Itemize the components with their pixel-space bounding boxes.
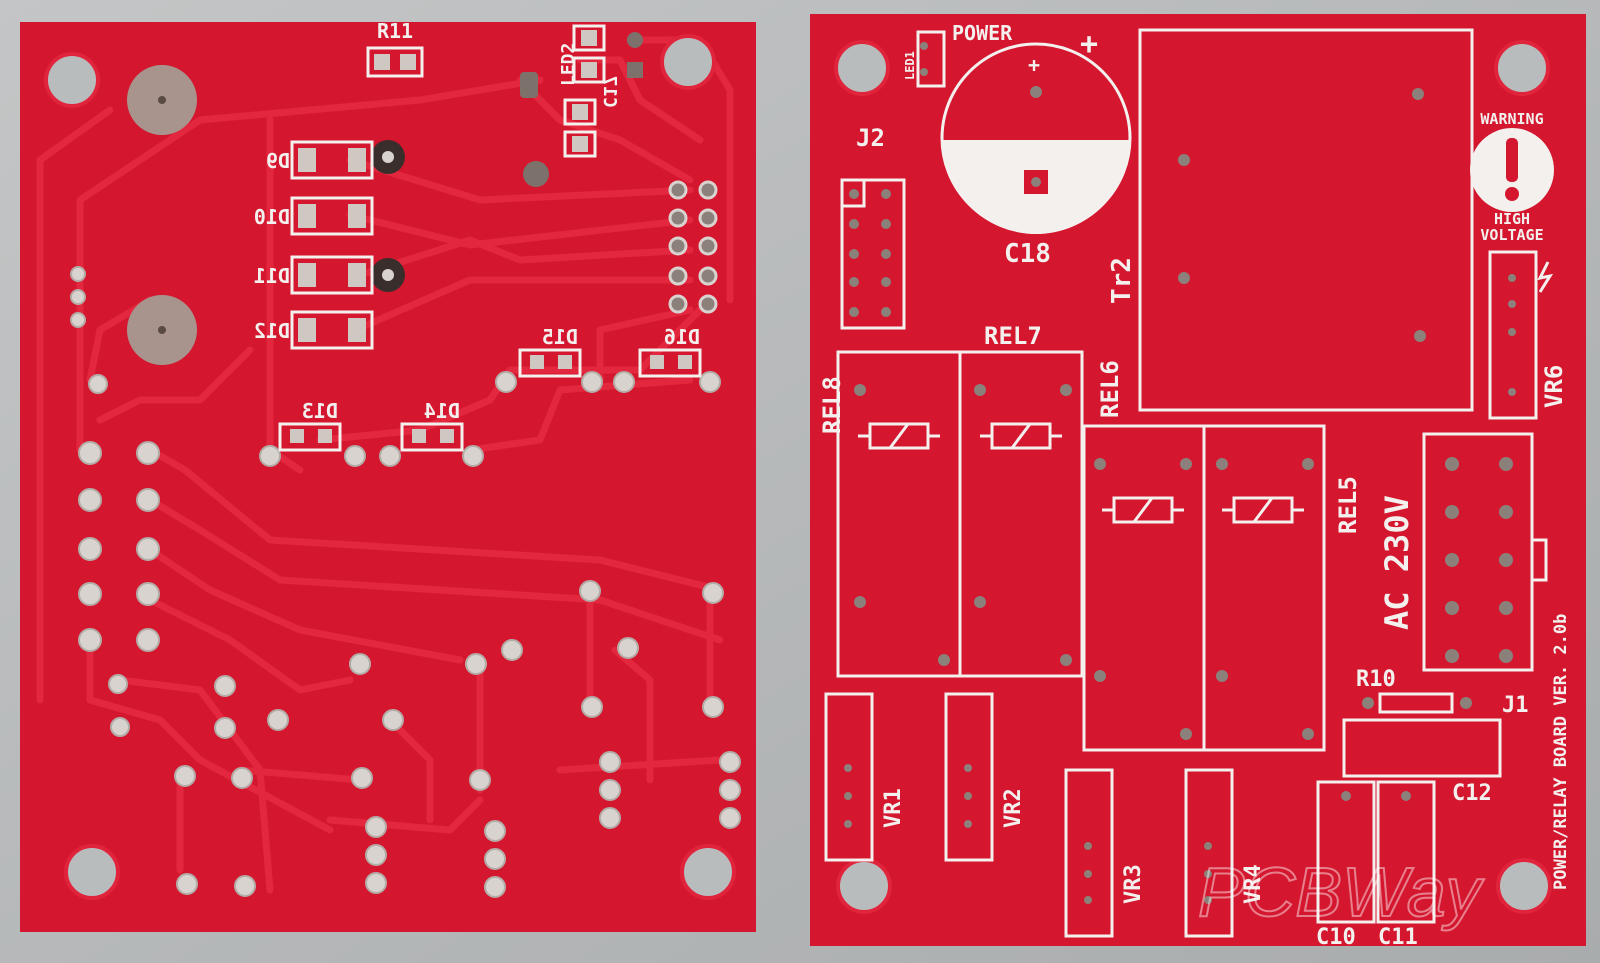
label-plus: + (1080, 27, 1098, 62)
label-vr6: VR6 (1540, 365, 1568, 408)
label-plus-small: + (1028, 53, 1040, 77)
left-smd-pads (290, 30, 692, 443)
right-through-hole-pads (844, 42, 1516, 904)
left-header-pads (668, 180, 718, 314)
label-d10: D10 (254, 205, 290, 229)
label-vr4: VR4 (1241, 864, 1266, 904)
right-silk-outlines (824, 28, 1548, 938)
label-d12: D12 (254, 319, 290, 343)
label-vr2: VR2 (1001, 788, 1026, 828)
mounting-hole (836, 858, 892, 914)
label-tr2: Tr2 (1107, 257, 1137, 304)
label-rel8: REL8 (818, 376, 846, 434)
label-j2: J2 (856, 124, 885, 152)
capacitor-c18 (940, 42, 1132, 234)
mounting-hole (834, 40, 890, 96)
label-c18: C18 (1004, 239, 1051, 269)
label-c12: C12 (1452, 781, 1492, 806)
mounting-hole (64, 844, 120, 900)
label-d9: D9 (266, 149, 290, 173)
label-d16: D16 (664, 325, 700, 349)
left-dark-pads (371, 32, 643, 292)
label-c17: C17 (599, 75, 620, 108)
relay-coil-symbols (858, 422, 1304, 524)
label-r11: R11 (377, 19, 413, 43)
label-d15: D15 (542, 325, 578, 349)
mounting-hole (680, 844, 736, 900)
label-warning: WARNING (1480, 110, 1543, 128)
label-voltage: VOLTAGE (1480, 226, 1543, 244)
label-led1: LED1 (903, 51, 917, 80)
label-rel5: REL5 (1334, 476, 1362, 534)
label-j1: J1 (1502, 693, 1529, 718)
label-vr1: VR1 (881, 788, 906, 828)
label-power: POWER (952, 21, 1013, 45)
left-smd-outlines (278, 24, 702, 452)
mounting-hole (660, 34, 716, 90)
label-ac-230v: AC 230V (1378, 495, 1416, 630)
label-led2: LED2 (558, 43, 579, 86)
right-mounting-holes (834, 40, 1552, 914)
label-d11: D11 (254, 264, 290, 288)
label-c10: C10 (1316, 925, 1356, 950)
left-pcb-board: R11 LED2 C17 D9 D10 D11 D12 D13 D14 D15 … (20, 19, 756, 932)
lightning-icon (1537, 261, 1554, 293)
right-pcb-board: LED1 POWER + + J2 C18 Tr2 WARNING HIGH V… (810, 14, 1586, 950)
right-board-substrate (810, 14, 1586, 946)
label-d14: D14 (424, 399, 460, 423)
label-rel6: REL6 (1096, 360, 1124, 418)
left-mounting-holes (44, 34, 736, 900)
label-r10: R10 (1356, 667, 1396, 692)
label-rel7: REL7 (984, 322, 1042, 350)
pcbway-watermark: PCBWay (1198, 853, 1485, 931)
pad-hole (158, 96, 166, 104)
pad-hole (158, 326, 166, 334)
mounting-hole (1496, 858, 1552, 914)
label-vr3: VR3 (1121, 864, 1146, 904)
label-high: HIGH (1494, 210, 1530, 228)
mounting-hole (44, 52, 100, 108)
label-board-version: POWER/RELAY BOARD VER. 2.0b (1551, 614, 1571, 890)
left-through-hole-pads (70, 266, 741, 898)
high-voltage-warning-icon (1470, 128, 1554, 293)
label-c11: C11 (1378, 925, 1418, 950)
mounting-hole (1494, 40, 1550, 96)
label-d13: D13 (302, 399, 338, 423)
